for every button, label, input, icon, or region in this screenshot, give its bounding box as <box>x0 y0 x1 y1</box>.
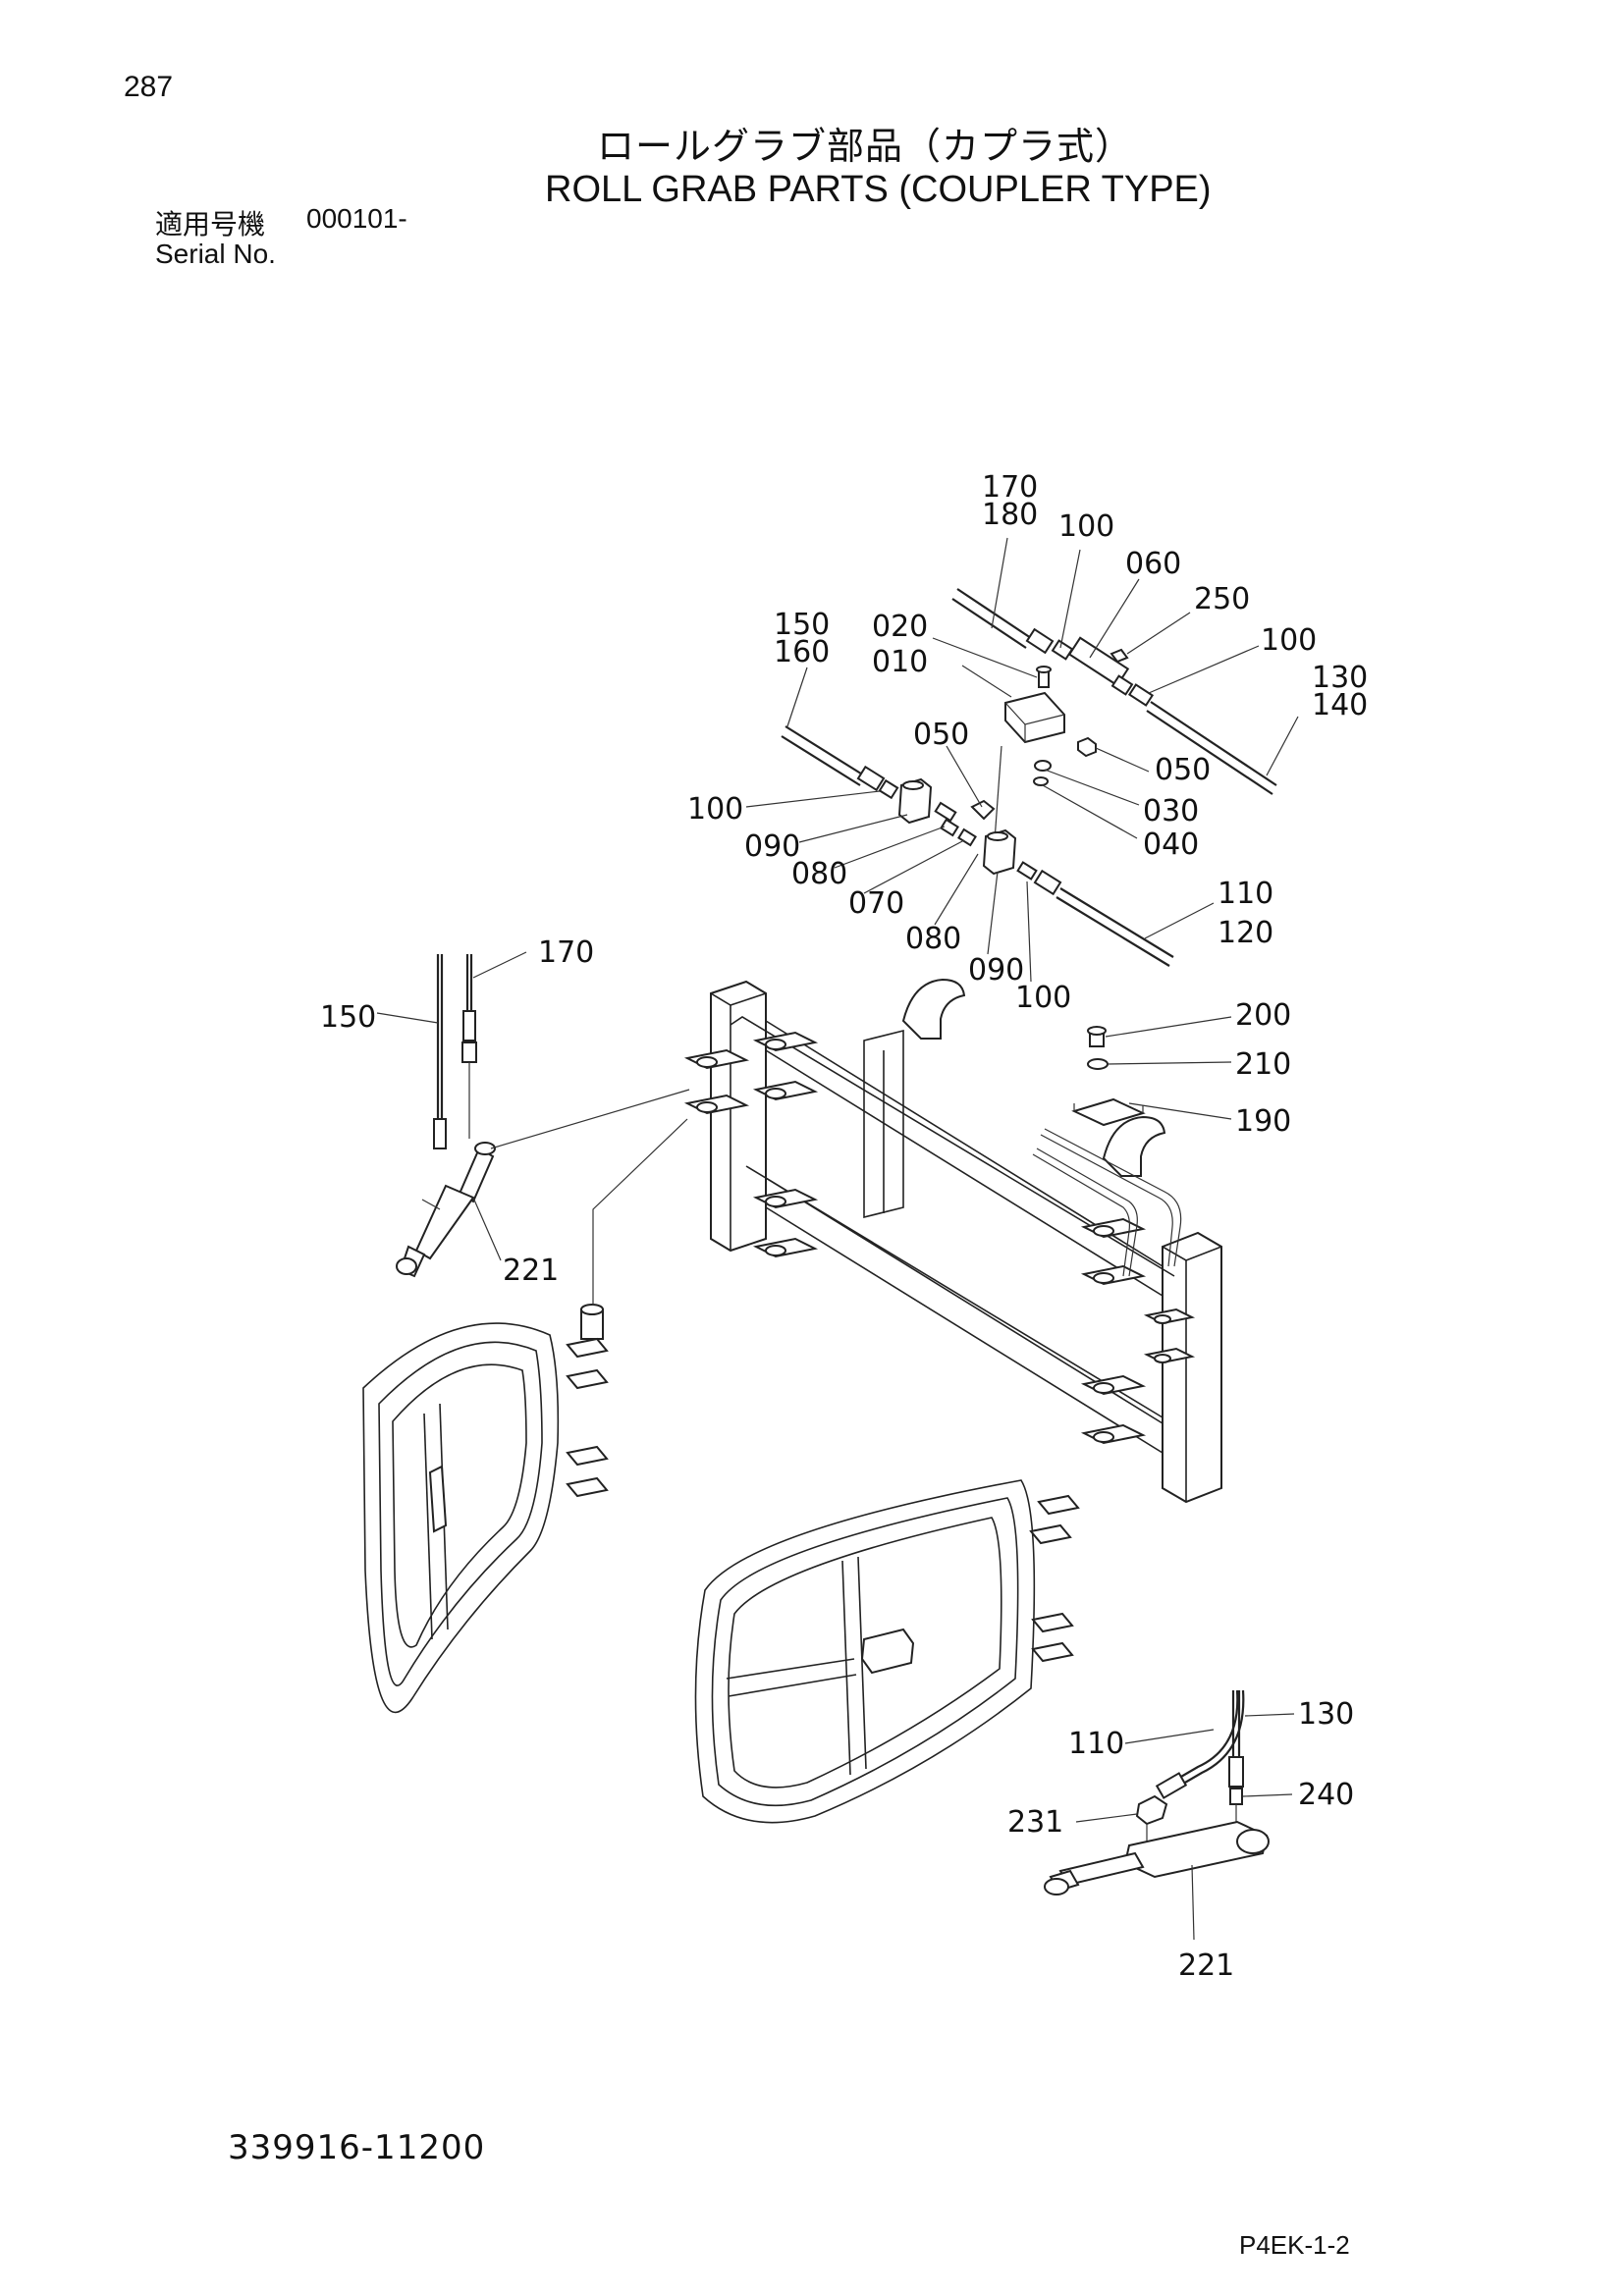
page-title-japanese: ロールグラブ部品（カプラ式） <box>597 127 1134 168</box>
left-clamp-arm <box>362 1322 609 1714</box>
callout-020: 020 <box>872 610 928 644</box>
callout-090-right: 090 <box>968 953 1024 988</box>
callout-240: 240 <box>1298 1778 1354 1812</box>
callout-210: 210 <box>1235 1047 1291 1082</box>
callout-221-left: 221 <box>503 1254 559 1288</box>
callout-221-lower: 221 <box>1178 1949 1234 1983</box>
callout-190: 190 <box>1235 1104 1291 1139</box>
callout-030: 030 <box>1143 794 1199 828</box>
page-code: P4EK-1-2 <box>1239 2230 1350 2260</box>
callout-180: 180 <box>982 498 1038 532</box>
callout-040: 040 <box>1143 828 1199 862</box>
serial-number-value: 000101- <box>306 203 407 234</box>
callout-labels: 170 180 100 060 250 100 130 140 150 160 … <box>320 470 1368 1983</box>
page-title-english: ROLL GRAB PARTS (COUPLER TYPE) <box>545 169 1212 210</box>
page-number: 287 <box>124 71 174 103</box>
upper-hose-assembly <box>781 588 1277 967</box>
callout-200: 200 <box>1235 998 1291 1033</box>
callout-130-upper: 130 <box>1312 661 1368 695</box>
callout-100-left: 100 <box>687 792 743 827</box>
callout-150-upper: 150 <box>774 608 830 642</box>
callout-150-left: 150 <box>320 1000 376 1035</box>
callout-130-lower: 130 <box>1298 1697 1354 1732</box>
callout-231: 231 <box>1007 1805 1063 1840</box>
callout-080-right: 080 <box>905 922 961 956</box>
serial-label-english: Serial No. <box>155 239 276 269</box>
left-cylinder-assembly <box>396 954 496 1278</box>
serial-label-japanese: 適用号機 <box>155 209 266 240</box>
callout-110-lower: 110 <box>1068 1727 1124 1761</box>
callout-100-lower: 100 <box>1015 981 1071 1015</box>
right-cylinder-assembly <box>1044 1689 1270 1896</box>
callout-100-right: 100 <box>1261 623 1317 658</box>
callout-170-left: 170 <box>538 935 594 970</box>
callout-120: 120 <box>1218 916 1273 950</box>
callout-160: 160 <box>774 635 830 669</box>
drawing-number: 339916-11200 <box>228 2128 486 2167</box>
callout-060: 060 <box>1125 547 1181 581</box>
callout-010: 010 <box>872 645 928 679</box>
callout-050-left: 050 <box>913 718 969 752</box>
callout-070: 070 <box>848 886 904 921</box>
callout-090-left: 090 <box>744 829 800 864</box>
main-frame <box>580 978 1222 1504</box>
callout-170-upper: 170 <box>982 470 1038 505</box>
callout-080-left: 080 <box>791 857 847 891</box>
callout-100-upper: 100 <box>1058 509 1114 544</box>
right-clamp-arm <box>694 1479 1080 1824</box>
callout-140: 140 <box>1312 688 1368 722</box>
callout-250: 250 <box>1194 582 1250 616</box>
callout-110-upper: 110 <box>1218 877 1273 911</box>
leader-lines <box>376 537 1299 1941</box>
callout-050-right: 050 <box>1155 753 1211 787</box>
